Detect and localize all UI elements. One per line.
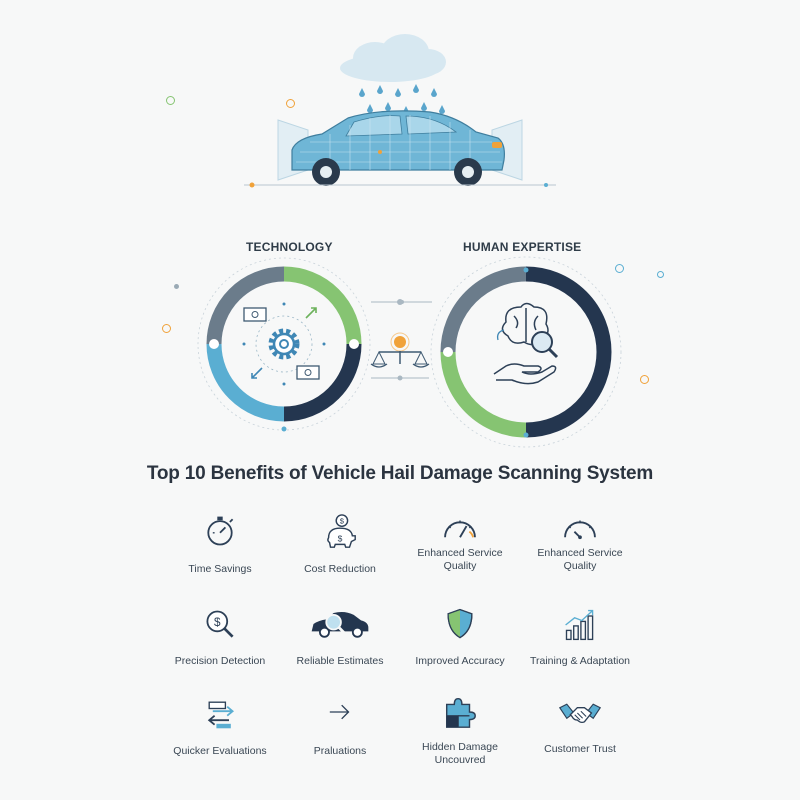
shield-icon [447, 608, 473, 639]
hail-scanner-illustration [244, 34, 556, 188]
benefit-label: Quicker Evaluations [173, 745, 267, 757]
benefit-item: Quicker Evaluations [160, 695, 280, 758]
benefit-label: Reliable Estimates [296, 655, 384, 667]
svg-text:$: $ [338, 534, 343, 544]
balance-scale-icon [370, 299, 430, 381]
puzzle-icon [445, 697, 476, 728]
benefit-label: Precision Detection [174, 655, 266, 667]
benefit-item: $ $ Cost Reduction [280, 513, 400, 576]
benefit-label: Improved Accuracy [415, 655, 505, 667]
money-icon [296, 365, 320, 380]
arrow-up-right-icon [305, 307, 317, 319]
handshake-icon [558, 703, 602, 724]
benefit-item: Improved Accuracy [400, 607, 520, 668]
benefit-item: Reliable Estimates [280, 607, 400, 668]
svg-text:$: $ [214, 616, 221, 629]
gauge-icon [444, 520, 476, 538]
transfer-arrows-icon [207, 701, 235, 729]
benefit-item: Training & Adaptation [520, 607, 640, 668]
hand-icon [493, 363, 557, 385]
piggy-bank-icon: $ $ [327, 514, 356, 548]
benefit-item: Time Savings [160, 513, 280, 576]
human-expertise-label: HUMAN EXPERTISE [463, 240, 582, 254]
benefit-item: $ Precision Detection [160, 607, 280, 668]
svg-text:$: $ [340, 516, 345, 525]
gauge-icon [564, 520, 596, 540]
cloud-icon [340, 34, 446, 82]
gear-icon [268, 328, 300, 360]
benefit-label: Training & Adaptation [529, 655, 630, 667]
car-icon [291, 110, 505, 186]
arrow-right-icon [329, 704, 350, 720]
benefit-label: Customer Trust [544, 743, 616, 755]
benefit-item: Customer Trust [520, 695, 640, 756]
benefit-label: Cost Reduction [304, 563, 376, 575]
decor-dot [640, 375, 649, 384]
decor-dot [286, 99, 295, 108]
arrow-down-left-icon [251, 367, 263, 379]
decor-dot [615, 264, 624, 273]
magnifier-icon [531, 331, 559, 359]
benefit-label: Hidden Damage Uncouvred [422, 741, 498, 766]
technology-label: TECHNOLOGY [246, 240, 333, 254]
car-magnifier-icon [311, 612, 369, 638]
decor-dot [657, 271, 664, 278]
decor-dot [174, 284, 179, 289]
decor-dot [162, 324, 171, 333]
technology-ring [197, 257, 371, 432]
benefit-label: Praluations [313, 745, 367, 757]
benefit-item: Hidden Damage Uncouvred [400, 693, 520, 767]
stopwatch-icon [207, 516, 234, 546]
benefit-item: Praluations [280, 695, 400, 758]
dollar-magnifier-icon: $ [206, 610, 234, 638]
page-title: Top 10 Benefits of Vehicle Hail Damage S… [146, 463, 654, 484]
money-icon [243, 307, 267, 322]
growth-chart-icon [565, 609, 594, 641]
benefit-label: Time Savings [188, 563, 252, 575]
benefit-label: Enhanced Service Quality [417, 547, 503, 572]
benefit-label: Enhanced Service Quality [537, 547, 623, 572]
curved-arrow-icon [496, 329, 505, 341]
human-expertise-ring [430, 256, 622, 448]
connector-line [372, 300, 432, 304]
decor-dot [166, 96, 175, 105]
benefit-item: Enhanced Service Quality [520, 513, 640, 573]
benefit-item: Enhanced Service Quality [400, 513, 520, 573]
